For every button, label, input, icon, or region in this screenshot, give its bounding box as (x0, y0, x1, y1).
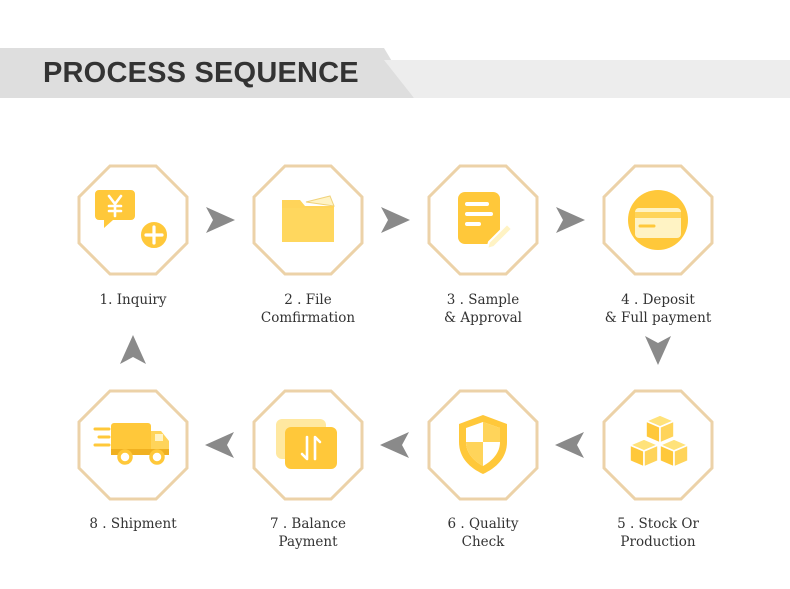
arrow-right-icon (202, 202, 238, 238)
arrow-up-icon (115, 332, 151, 368)
truck-icon (93, 423, 169, 465)
step-2-octagon (252, 164, 364, 276)
step-7-octagon (252, 389, 364, 501)
step-6-label: 6 . Quality Check (447, 516, 519, 550)
header-band (0, 48, 790, 98)
step-8-octagon (77, 389, 189, 501)
arrow-left-icon (202, 427, 238, 463)
arrow-left-icon (377, 427, 413, 463)
arrow-left-icon (552, 427, 588, 463)
step-1-octagon (77, 164, 189, 276)
step-8-label: 8 . Shipment (89, 516, 177, 532)
document-edit-icon (458, 192, 514, 251)
arrow-down-icon (640, 332, 676, 368)
shield-icon (459, 415, 507, 474)
step-7-label: 7 . Balance Payment (269, 516, 347, 550)
step-4-label: 4 . Deposit & Full payment (604, 292, 712, 326)
arrow-right-icon (552, 202, 588, 238)
step-6-octagon (427, 389, 539, 501)
boxes-icon (629, 414, 689, 468)
folder-icon (282, 195, 335, 242)
step-2-label: 2 . File Comfirmation (260, 292, 356, 326)
step-3-octagon (427, 164, 539, 276)
card-icon (628, 190, 688, 250)
step-5-octagon (602, 389, 714, 501)
page-title: PROCESS SEQUENCE (43, 57, 359, 89)
transfer-icon (276, 419, 337, 469)
step-3-label: 3 . Sample & Approval (444, 292, 522, 326)
step-4-octagon (602, 164, 714, 276)
yen-add-icon (95, 190, 169, 250)
arrow-right-icon (377, 202, 413, 238)
step-5-label: 5 . Stock Or Production (617, 516, 699, 550)
step-1-label: 1. Inquiry (99, 292, 167, 308)
